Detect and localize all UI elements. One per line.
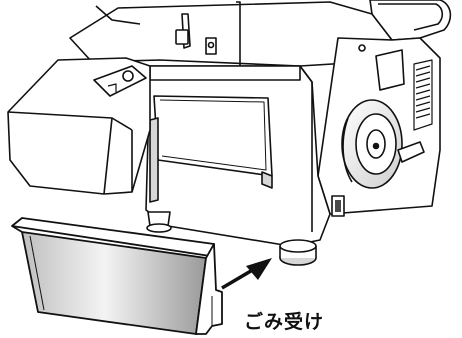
vent-grille	[414, 60, 432, 130]
waste-tray-caption: ごみ受け	[244, 310, 324, 334]
insert-arrow	[222, 258, 272, 288]
waste-tray	[12, 218, 222, 334]
hand-wheel	[342, 100, 402, 188]
